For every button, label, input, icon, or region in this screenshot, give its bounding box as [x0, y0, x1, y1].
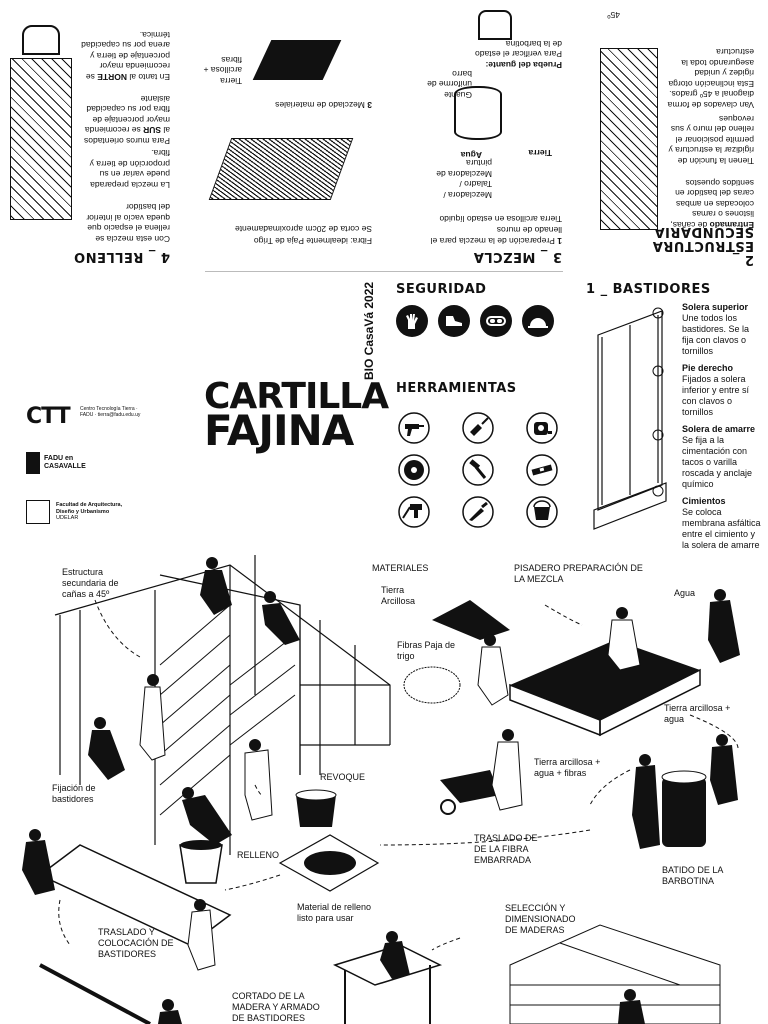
estructura-heading: 2 _ ESTRUCTURA SECUNDARIA [652, 224, 754, 267]
divider-line [205, 271, 563, 272]
bastidores-item-cimientos: Cimientos Se coloca membrana asfáltica e… [682, 496, 761, 550]
ctt-wordmark: CTT [26, 404, 71, 429]
ctt-info: Centro Tecnología Tierra · FADU · tierra… [80, 406, 141, 418]
label-materiales: MATERIALES [372, 563, 429, 573]
mezcla-step2: Fibra: idealmente Paja de Trigo [253, 236, 372, 246]
estructura-p2: Tienen la función de rigidizar la estruc… [668, 114, 754, 166]
mezcla-box-illustration [252, 40, 342, 80]
mezcla-step1b: Tierra arcillosa en estado líquido [439, 214, 562, 224]
mezcla-fibers-illustration [208, 138, 354, 200]
bastidores-item-solera-amarre: Solera de amarre Se fija a la cimentació… [682, 424, 756, 489]
relleno-p3: Para muros orientados al SUR se recomien… [84, 94, 170, 146]
estructura-p1: Entramado de cañas, listones o ramas col… [670, 178, 754, 230]
mezcla-drum-illustration [454, 86, 502, 140]
section-estructura: 2 _ ESTRUCTURA SECUNDARIA Entramado de c… [588, 0, 768, 270]
label-tierra-agua-fibras: Tierra arcillosa + agua + fibras [534, 757, 601, 778]
mezcla-agua: Agua [460, 150, 482, 160]
drill-icon [396, 410, 432, 446]
tape-measure-icon [524, 410, 560, 446]
seguridad-icons [396, 305, 554, 337]
helmet-icon [522, 305, 554, 337]
estructura-p3: Van clavados de forma diagonal a 45º gra… [667, 47, 754, 111]
seguridad-heading: SEGURIDAD [396, 282, 487, 297]
label-agua: Agua [674, 588, 696, 598]
label-fijacion: Fijación de bastidores [52, 783, 96, 804]
mezcla-heading: 3 _ MEZCLA [473, 249, 562, 264]
label-estructura: Estructura secundaria de cañas a 45º [62, 567, 119, 599]
mezcla-step1: 1 Preparación de la mezcla para el llena… [430, 225, 562, 247]
level-icon [524, 452, 560, 488]
fadu-c-icon [26, 452, 40, 474]
bastidores-heading: 1 _ BASTIDORES [586, 282, 711, 297]
relleno-p4: En tanto al NORTE se recomienda mayor po… [81, 30, 170, 82]
mezcla-bucket-illustration [478, 10, 512, 40]
label-revoque: REVOQUE [320, 772, 366, 782]
mezcla-tierra: Tierra [528, 148, 552, 158]
mezcla-step2b: Se corta de 20cm aproximadamente [234, 224, 372, 234]
herramientas-heading: HERRAMIENTAS [396, 381, 517, 396]
label-cortado: CORTADO DE LA MADERA Y ARMADO DE BASTIDO… [232, 991, 320, 1023]
relleno-wall-illustration [10, 58, 72, 220]
label-material-relleno: Material de relleno listo para usar [297, 902, 372, 923]
trowel-icon [460, 410, 496, 446]
mezcla-tierra-fibras: Tierra arcillosa + fibras [203, 55, 242, 86]
relleno-p1: Con esta mezcla se rellena el espacio qu… [86, 202, 170, 245]
label-pisadero: PISADERO PREPARACIÓN DE LA MEZCLA [514, 563, 643, 584]
logo-ctt: CTT [26, 404, 71, 429]
label-tierra-arcillosa: Tierra Arcillosa [381, 585, 416, 606]
bastidores-item-pie-derecho: Pie derecho Fijados a solera inferior y … [682, 363, 750, 417]
bucket-icon [524, 494, 560, 530]
knife-icon [460, 494, 496, 530]
mezcla-step3: 3 Mezclado de materiales [275, 100, 372, 110]
udelar-line3: UDELAR [56, 515, 79, 522]
label-relleno: RELLENO [237, 850, 280, 860]
estructura-wall-illustration [600, 48, 658, 230]
relleno-bucket-illustration [22, 25, 60, 55]
title-line2: FAJINA [204, 406, 354, 455]
construction-scene: Estructura secundaria de cañas a 45º Fij… [0, 545, 768, 1024]
title-line1: CARTILLA [204, 376, 389, 417]
label-batido: BATIDO DE LA BARBOTINA [662, 865, 723, 886]
mixer-drill-icon [396, 494, 432, 530]
bastidores-frame-illustration [590, 305, 670, 535]
udelar-emblem-icon [26, 500, 50, 524]
hammer-icon [460, 452, 496, 488]
label-traslado-fibra: TRASLADO DE DE LA FIBRA EMBARRADA [474, 833, 538, 865]
mezcla-prueba: Prueba del guante: Para verificar el est… [475, 39, 562, 70]
section-mezcla: 3 _ MEZCLA 1 Preparación de la mezcla pa… [194, 0, 572, 270]
fadu-line1: FADU en [44, 455, 74, 462]
udelar-line1: Facultad de Arquitectura, [56, 502, 123, 509]
herramientas-grid [396, 410, 560, 530]
bastidores-item-solera-superior: Solera superior Une todos los bastidores… [682, 302, 750, 356]
relleno-p2: La mezcla preparada puede variar en su p… [89, 148, 170, 191]
logo-fadu: FADU en CASAVALLE [26, 452, 86, 474]
goggles-icon [480, 305, 512, 337]
label-seleccion: SELECCIÓN Y DIMENSIONADO DE MADERAS [505, 903, 576, 935]
logo-udelar: Facultad de Arquitectura, Diseño y Urban… [26, 500, 122, 524]
label-tierra-agua: Tierra arcillosa + agua [664, 703, 731, 724]
estructura-angle: 45º [607, 10, 620, 20]
label-traslado-bastidores: TRASLADO Y COLOCACIÓN DE BASTIDORES [98, 927, 174, 959]
edition-label: BIO CasaVá 2022 [362, 281, 376, 380]
udelar-line2: Diseño y Urbanismo [56, 508, 110, 515]
relleno-heading: 4 _ RELLENO [73, 249, 170, 264]
bastidores-list: Solera superior Une todos los bastidores… [682, 302, 762, 551]
top-panels: 4 _ RELLENO Con esta mezcla se rellena e… [0, 0, 768, 270]
section-relleno: 4 _ RELLENO Con esta mezcla se rellena e… [0, 0, 182, 270]
mezcla-tools: Mezcladora / Taladro / Mezcladora de pin… [436, 158, 492, 201]
fadu-line2: CASAVALLE [44, 463, 86, 470]
boots-icon [438, 305, 470, 337]
page-title: CARTILLA FAJINA [204, 376, 389, 455]
label-fibras: Fibras Paja de trigo [397, 640, 456, 661]
saw-blade-icon [396, 452, 432, 488]
gloves-icon [396, 305, 428, 337]
